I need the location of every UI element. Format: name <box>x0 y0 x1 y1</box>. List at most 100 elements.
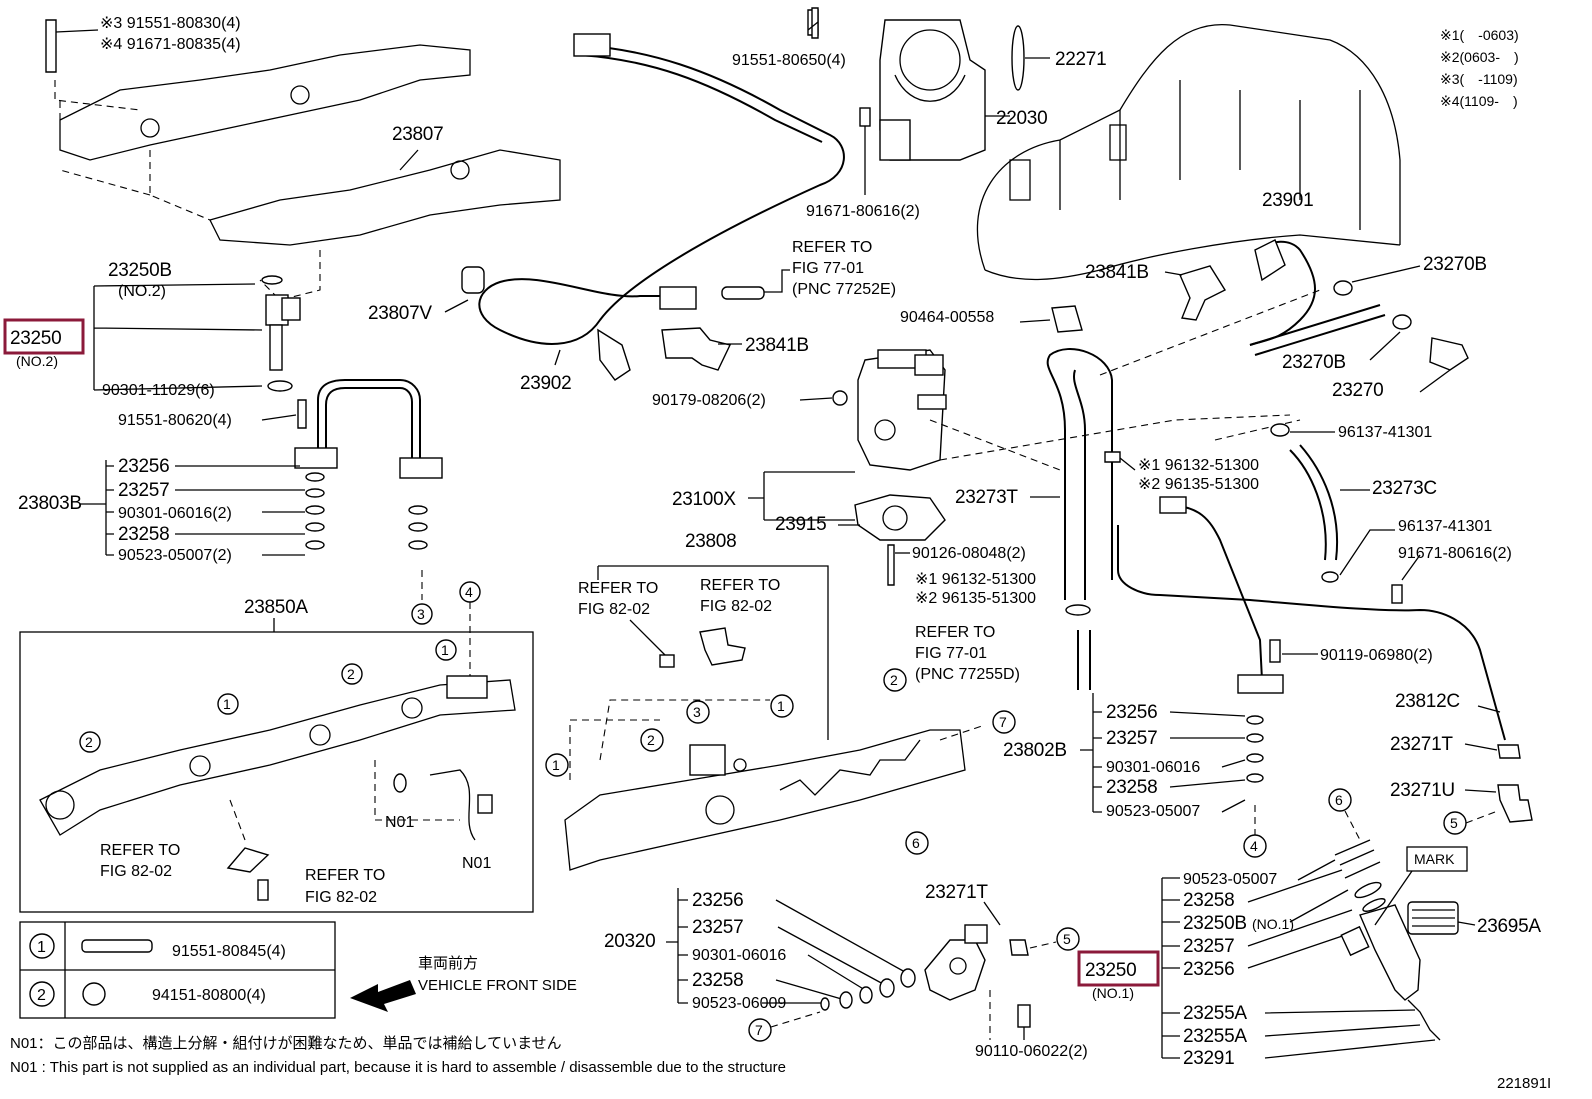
cushion-label: 23807V <box>368 303 432 324</box>
note-en: N01 : This part is not supplied as an in… <box>10 1059 786 1076</box>
callout-2d-num: 2 <box>890 672 898 688</box>
note-jp: N01：この部品は、構造上分解・組付けが困難なため、単品では補給していません <box>10 1035 562 1052</box>
gasket-23915-label: 23915 <box>775 514 826 535</box>
screw-right-part <box>1391 584 1403 604</box>
inj1-item-5: 23256 <box>1183 959 1234 980</box>
seal-stack-left <box>175 465 428 556</box>
g23803b-item-4: 90523-05007(2) <box>118 547 232 564</box>
bolt-23808 <box>659 654 675 668</box>
hose-23901-label: 23901 <box>1262 190 1313 211</box>
injector-no2-drawing <box>261 275 301 392</box>
fuel-rail-no2-drawing <box>39 675 516 841</box>
injector-no1-highlight <box>1077 950 1160 987</box>
pipe-connector <box>1159 496 1187 514</box>
callout-3 <box>411 603 433 625</box>
g20320-item-3: 23258 <box>692 970 743 991</box>
callout-1a-num: 1 <box>223 696 231 712</box>
center-refer: REFER TO <box>915 624 995 641</box>
callout-3c-num: 3 <box>693 704 701 720</box>
g23808-fig-a: FIG 82-02 <box>578 601 650 618</box>
throttle-bolt-label: 91551-80650(4) <box>732 52 846 69</box>
fastener-num-2: 2 <box>37 987 46 1004</box>
vsv-drawing <box>854 349 947 586</box>
delivery-cover-drawing <box>45 9 819 301</box>
callout-1d-num: 1 <box>777 698 785 714</box>
callout-7b-num: 7 <box>755 1022 763 1038</box>
bracket-part <box>226 847 270 873</box>
center-fig: FIG 77-01 <box>915 645 987 662</box>
inj1-item-6: 23255A <box>1183 1003 1247 1024</box>
range-3: ※3( -1109) <box>1440 71 1518 87</box>
hose-clamp-part <box>1065 604 1091 616</box>
clip-23841b-right-label: 23841B <box>1085 262 1149 283</box>
union-bolt-part <box>1429 337 1469 371</box>
nut-part <box>832 390 848 406</box>
pressure-regulator-drawing <box>820 924 988 1011</box>
clamp-90464-part <box>1051 305 1083 333</box>
clamp-20320-part <box>1009 939 1029 956</box>
callout-3c <box>686 700 710 724</box>
clamp-23271t-label: 23271T <box>1390 734 1453 755</box>
g23802b-item-1: 23257 <box>1106 728 1157 749</box>
rt-c1: ※1 96132-51300 <box>1138 457 1259 474</box>
injector-no2-label: 23250 <box>10 328 61 349</box>
oring-label: 90301-11029(6) <box>102 382 215 399</box>
g23802b-item-0: 23256 <box>1106 702 1157 723</box>
clamp-96137-b-label: 96137-41301 <box>1398 518 1492 535</box>
mark-label: MARK <box>1414 851 1455 867</box>
callout-1b <box>435 639 457 661</box>
bolt-no2-label: 91551-80620(4) <box>118 412 232 429</box>
injector-no1-note: (NO.1) <box>1092 985 1134 1001</box>
inj1-item-7: 23255A <box>1183 1026 1247 1047</box>
g23803b-item-0: 23256 <box>118 456 169 477</box>
g20320-item-1: 23257 <box>692 917 743 938</box>
callout-2d <box>883 668 907 692</box>
callout-7b <box>748 1018 772 1042</box>
rail-box-fig-b: FIG 82-02 <box>305 889 377 906</box>
clamp-c-part <box>1104 451 1121 463</box>
inj1-item-0: 90523-05007 <box>1183 871 1277 888</box>
injector-no2-note: (NO.2) <box>16 353 58 369</box>
throttle-body-drawing <box>811 7 1025 161</box>
range-1: ※1( -0603) <box>1440 27 1519 43</box>
fastener-part-1: 91551-80845(4) <box>172 943 286 960</box>
inj1-item-3: 23257 <box>1183 936 1234 957</box>
bolt-part-a <box>257 879 269 901</box>
n01-label-a: N01 <box>385 814 414 831</box>
callout-6a-num: 6 <box>912 835 920 851</box>
figure-id: 221891I <box>1497 1075 1551 1092</box>
callout-7a-num: 7 <box>999 714 1007 730</box>
callout-2a <box>79 731 101 753</box>
rt-c2: ※2 96135-51300 <box>1138 476 1259 493</box>
clamp-23271u-label: 23271U <box>1390 780 1455 801</box>
vehicle-front-arrow-icon <box>350 980 416 1012</box>
tube-label: 23902 <box>520 373 571 394</box>
gasket-23270b-b <box>1392 314 1412 330</box>
clamp-23271t-b-label: 23271T <box>925 882 988 903</box>
direction-jp: 車両前方 <box>418 955 478 972</box>
gasket-23270b-b-label: 23270B <box>1282 352 1346 373</box>
direction-en: VEHICLE FRONT SIDE <box>418 977 577 994</box>
callout-1c-num: 1 <box>552 757 560 773</box>
bolt-90119-part <box>1269 639 1281 663</box>
range-legend: ※1( -0603) ※2(0603- ) ※3( -1109) ※4(1109… <box>1440 27 1519 109</box>
clamp-23271t-part <box>1497 744 1521 759</box>
g20320-item-4: 90523-06009 <box>692 995 786 1012</box>
center-c1: ※1 96132-51300 <box>915 571 1036 588</box>
bolt-90119-label: 90119-06980(2) <box>1320 647 1433 664</box>
tc-refer: REFER TO <box>792 239 872 256</box>
union-bolt-label: 23270 <box>1332 380 1383 401</box>
callout-1c <box>545 753 569 777</box>
range-4: ※4(1109- ) <box>1440 93 1518 109</box>
clamp-90464-label: 90464-00558 <box>900 309 994 326</box>
vsv-label: 23100X <box>672 489 736 510</box>
nut-label: 90179-08206(2) <box>652 392 766 409</box>
rail-box-label: 23850A <box>244 597 308 618</box>
g23803b-item-3: 23258 <box>118 524 169 545</box>
injector-no1-drawing <box>1334 839 1459 1041</box>
group-23808-label: 23808 <box>685 531 736 552</box>
callout-4-num: 4 <box>465 584 473 600</box>
callout-2a-num: 2 <box>85 734 93 750</box>
tube-connector-top <box>573 33 611 57</box>
